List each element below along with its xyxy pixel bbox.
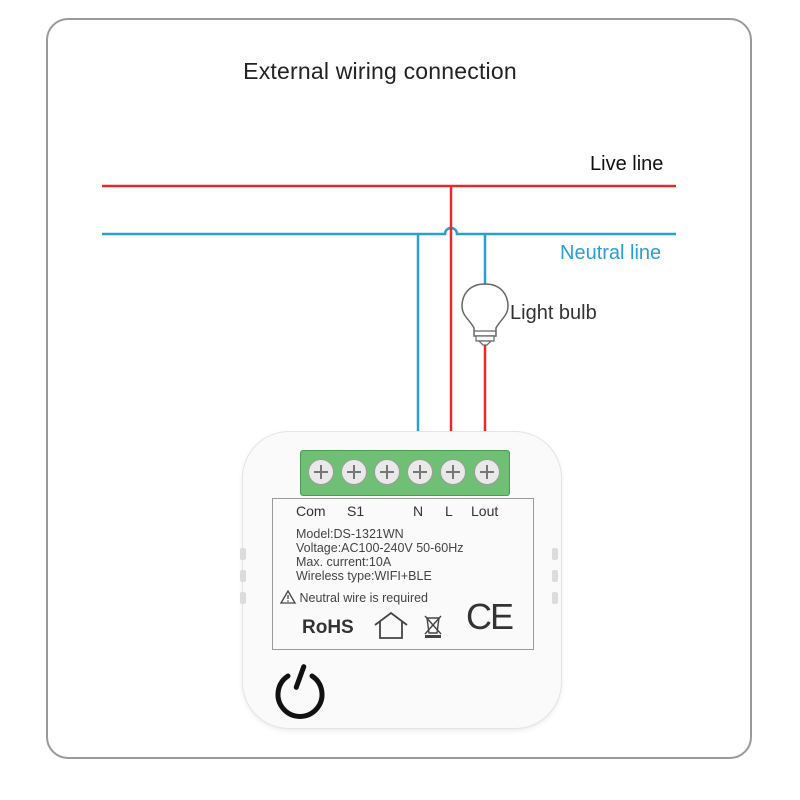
spec-wireless: Wireless type:WIFI+BLE: [296, 569, 432, 583]
light-bulb-label: Light bulb: [510, 302, 597, 324]
vent: [552, 570, 558, 582]
spec-voltage: Voltage:AC100-240V 50-60Hz: [296, 541, 464, 555]
terminal-label-n: N: [413, 503, 424, 519]
terminal-screw-lout: [474, 459, 500, 485]
terminal-screw-extra: [374, 459, 400, 485]
terminal-label-l: L: [445, 503, 453, 519]
terminal-label-lout: Lout: [471, 503, 499, 519]
house-icon: [374, 611, 408, 639]
power-icon[interactable]: [266, 662, 332, 722]
terminal-label-s1: S1: [347, 503, 365, 519]
terminal-screw-com: [308, 459, 334, 485]
terminal-screw-n: [407, 459, 433, 485]
diagram-frame: [46, 18, 752, 759]
spec-current: Max. current:10A: [296, 555, 392, 569]
vent: [240, 548, 246, 560]
diagram-title: External wiring connection: [243, 58, 517, 84]
warning-icon: [279, 589, 297, 604]
spec-label-plate: [272, 498, 534, 650]
terminal-label-com: Com: [296, 503, 326, 519]
neutral-line: [102, 226, 676, 236]
crossed-bin-icon: [424, 615, 442, 638]
spec-model: Model:DS-1321WN: [296, 527, 404, 541]
light-bulb-icon: [461, 283, 509, 346]
terminal-screw-l: [440, 459, 466, 485]
live-line-label: Live line: [590, 153, 664, 175]
neutral-warning: Neutral wire is required: [279, 589, 429, 605]
vent: [552, 548, 558, 560]
vent: [240, 570, 246, 582]
ce-mark: CE: [466, 596, 514, 637]
rohs-mark: RoHS: [302, 617, 354, 638]
vent: [552, 592, 558, 604]
vent: [240, 592, 246, 604]
neutral-line-label: Neutral line: [560, 242, 662, 264]
neutral-warning-text: Neutral wire is required: [299, 591, 429, 605]
terminal-screw-s1: [341, 459, 367, 485]
